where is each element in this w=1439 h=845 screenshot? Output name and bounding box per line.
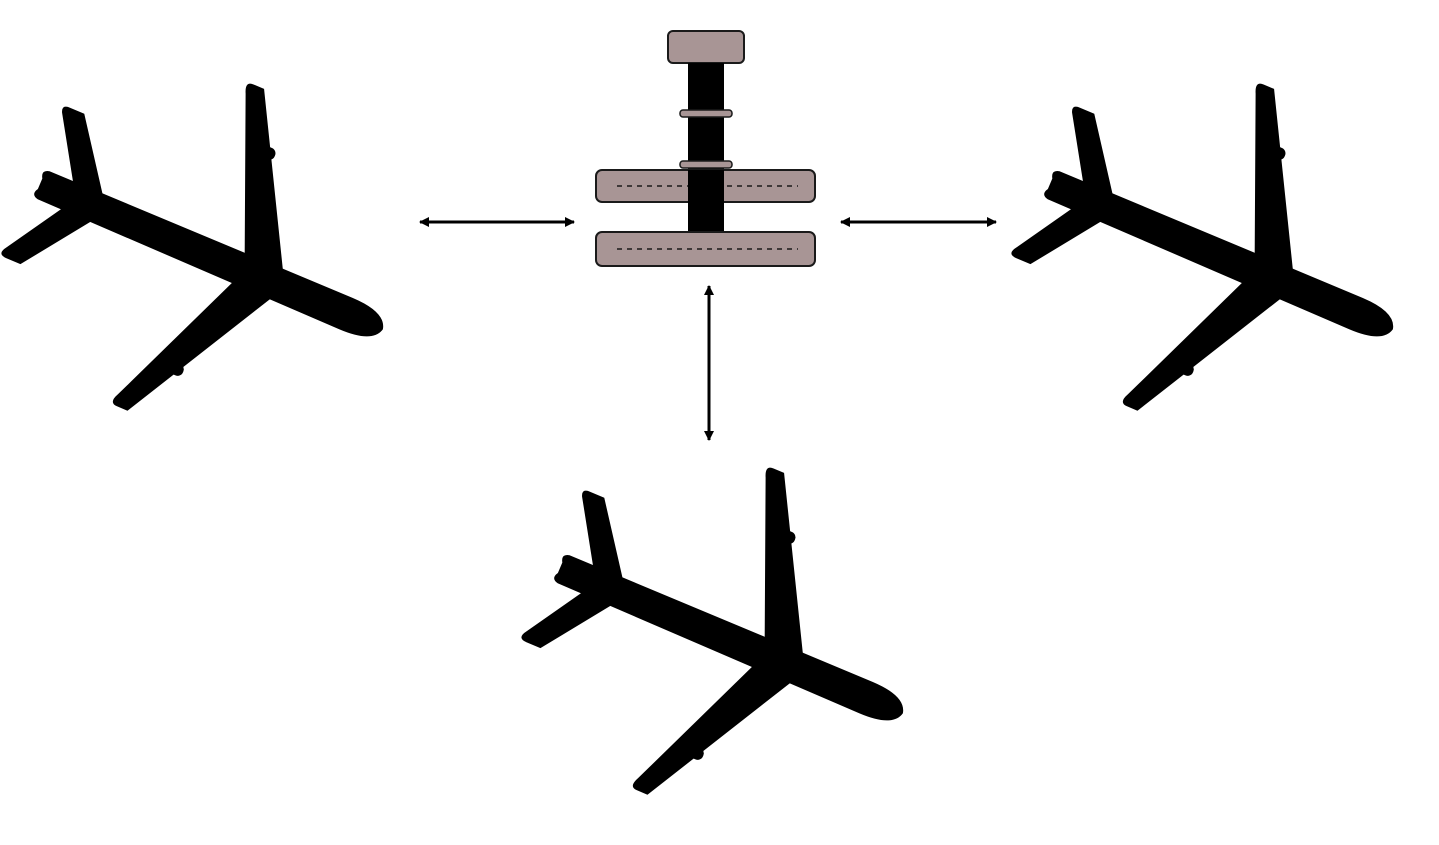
control-tower-icon <box>595 30 816 267</box>
tower-ring-lower <box>679 160 733 169</box>
tower-ring-upper <box>679 109 733 118</box>
control-tower <box>595 30 816 267</box>
runway-lower <box>595 231 816 267</box>
aircraft-left <box>0 19 452 491</box>
airplane-icon <box>973 19 1439 491</box>
airplane-icon <box>0 19 452 491</box>
aircraft-right <box>973 19 1439 491</box>
aircraft-bottom <box>483 403 972 845</box>
airplane-icon <box>483 403 972 845</box>
tower-shaft-overlap <box>688 170 724 231</box>
tower-cab <box>667 30 745 64</box>
